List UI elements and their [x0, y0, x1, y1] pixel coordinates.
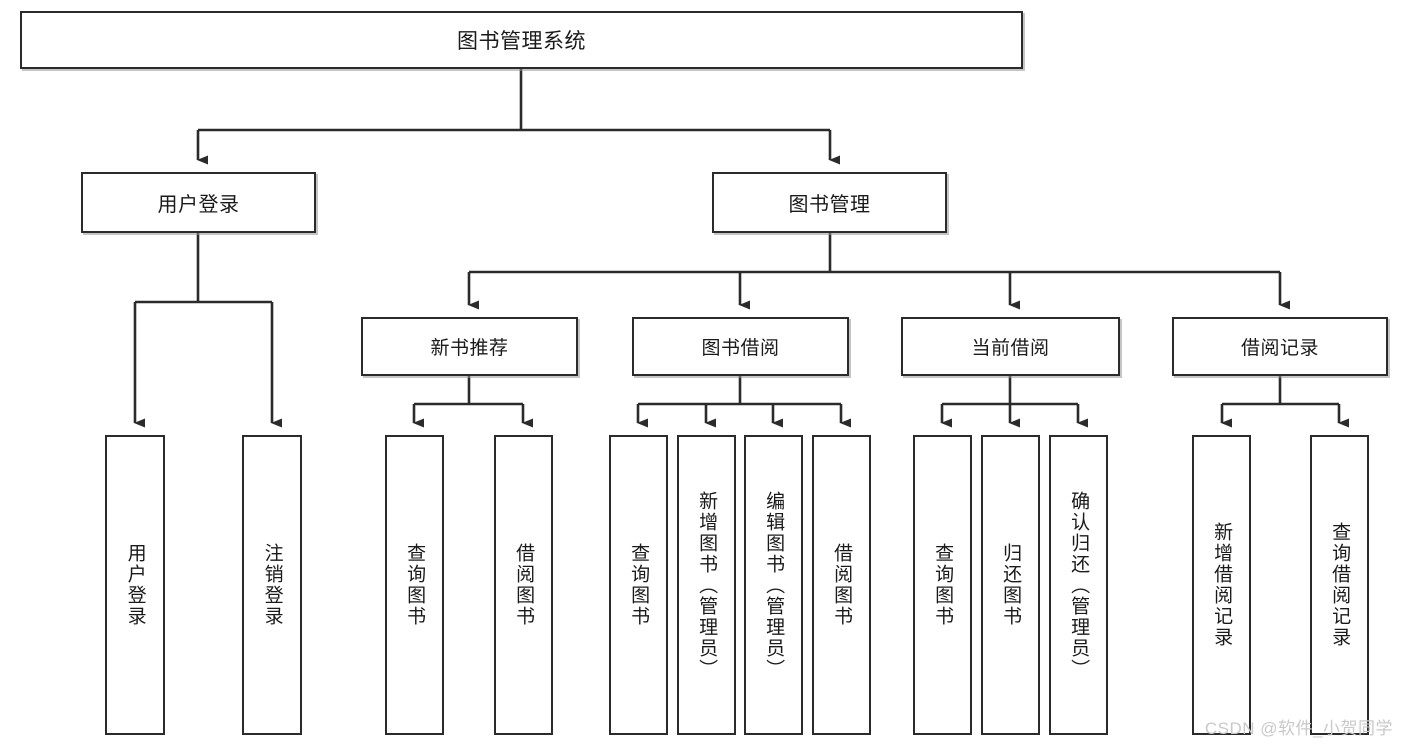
node-book-management[interactable]: 图书管理 [712, 172, 947, 233]
connectors-root [196, 69, 840, 165]
node-root-book-management-system[interactable]: 图书管理系统 [20, 11, 1023, 69]
node-book-borrow[interactable]: 图书借阅 [632, 317, 849, 376]
node-label: 注销登录 [261, 543, 283, 627]
node-label: 借阅图书 [831, 543, 853, 627]
node-label: 编辑图书（管理员） [763, 490, 785, 680]
node-label: 用户登录 [157, 194, 240, 216]
node-label: 查询图书 [628, 543, 650, 627]
node-leaf-query-book-borrow[interactable]: 查询图书 [609, 435, 668, 735]
node-label: 借阅记录 [1240, 338, 1319, 359]
node-label: 查询图书 [932, 543, 954, 627]
connectors-current-borrow [940, 376, 1088, 428]
node-label: 用户登录 [124, 543, 146, 627]
node-leaf-query-borrow-record[interactable]: 查询借阅记录 [1310, 435, 1369, 735]
node-leaf-add-book-admin[interactable]: 新增图书（管理员） [677, 435, 736, 735]
node-label: 当前借阅 [971, 338, 1050, 359]
node-leaf-query-book-current[interactable]: 查询图书 [913, 435, 972, 735]
node-leaf-borrow-book-newbook[interactable]: 借阅图书 [494, 435, 553, 735]
node-leaf-add-borrow-record[interactable]: 新增借阅记录 [1192, 435, 1251, 735]
node-label: 图书管理 [788, 194, 871, 216]
connectors-user-login [133, 233, 282, 428]
connectors-borrow-record [1220, 376, 1349, 428]
node-label: 图书管理系统 [457, 30, 586, 53]
connectors-book-borrow [636, 376, 851, 428]
node-label: 借阅图书 [513, 543, 535, 627]
node-label: 新增借阅记录 [1211, 522, 1233, 648]
node-label: 新书推荐 [430, 338, 509, 359]
node-label: 查询借阅记录 [1329, 522, 1351, 648]
node-label: 归还图书 [1000, 543, 1022, 627]
node-new-book-recommend[interactable]: 新书推荐 [361, 317, 578, 376]
node-label: 新增图书（管理员） [696, 490, 718, 680]
node-borrow-record[interactable]: 借阅记录 [1172, 317, 1388, 376]
node-label: 图书借阅 [701, 338, 780, 359]
node-leaf-logout[interactable]: 注销登录 [242, 435, 302, 735]
node-leaf-confirm-return-admin[interactable]: 确认归还（管理员） [1049, 435, 1108, 735]
node-leaf-edit-book-admin[interactable]: 编辑图书（管理员） [744, 435, 803, 735]
connectors-book-management [467, 233, 1290, 310]
node-label: 查询图书 [404, 543, 426, 627]
node-label: 确认归还（管理员） [1068, 490, 1090, 680]
node-leaf-borrow-book[interactable]: 借阅图书 [812, 435, 871, 735]
node-leaf-return-book[interactable]: 归还图书 [981, 435, 1040, 735]
node-current-borrow[interactable]: 当前借阅 [901, 317, 1120, 376]
connectors-new-book [412, 376, 533, 428]
node-leaf-user-login[interactable]: 用户登录 [105, 435, 165, 735]
node-leaf-query-book-newbook[interactable]: 查询图书 [385, 435, 444, 735]
node-user-login[interactable]: 用户登录 [81, 172, 316, 233]
